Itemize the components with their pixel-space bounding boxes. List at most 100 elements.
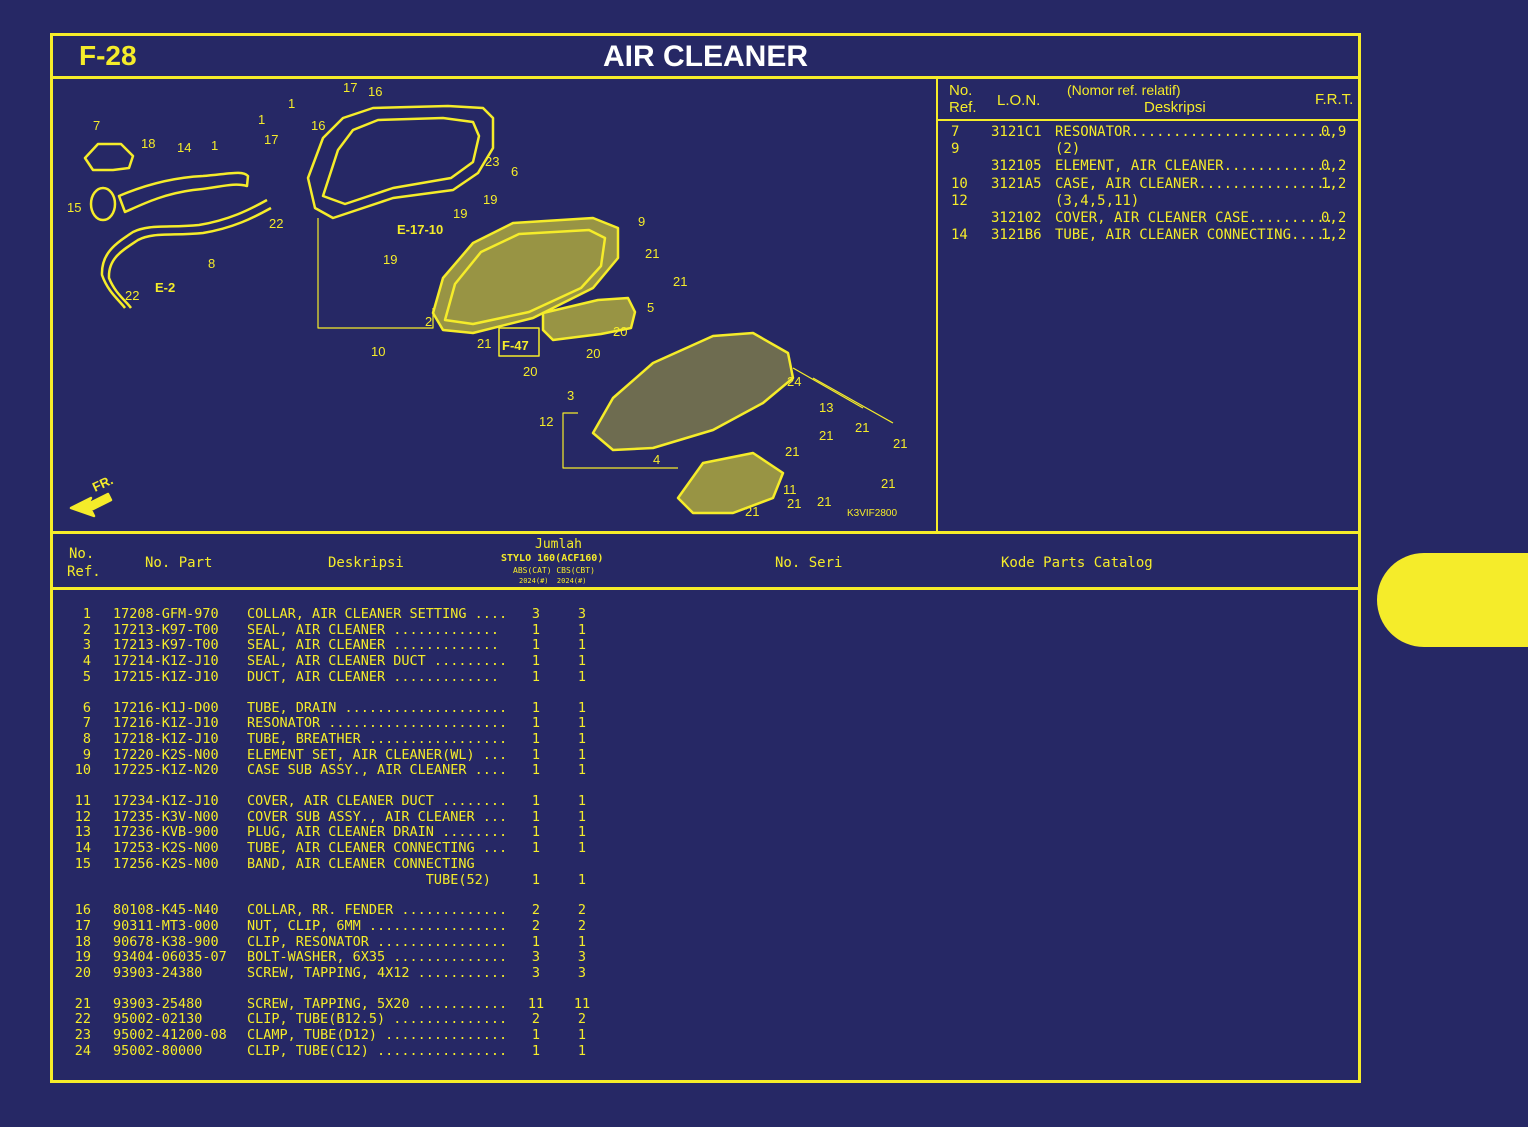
duct-part: [541, 296, 637, 342]
part-q2: 1: [577, 933, 587, 950]
part-q1: 1: [531, 621, 541, 638]
part-q1: 1: [531, 653, 541, 670]
cover-duct-part: [676, 451, 785, 515]
part-part: 17213-K97-T00: [113, 637, 219, 654]
part-part: 17256-K2S-N00: [113, 855, 219, 872]
part-ref: 13: [74, 824, 91, 841]
callout: 20: [523, 364, 537, 379]
part-q2: 2: [577, 902, 587, 919]
section-code: F-28: [79, 40, 137, 71]
side-tab[interactable]: [1377, 553, 1528, 647]
lon-frt: 0,9: [1321, 124, 1347, 140]
callout: 24: [787, 374, 801, 389]
lon-header-nomor: (Nomor ref. relatif): [1067, 82, 1181, 98]
part-desc: TUBE, DRAIN ....................: [247, 699, 508, 716]
part-q2: 1: [577, 824, 587, 841]
lon-lon: 3121B6: [991, 227, 1042, 244]
part-q2: 2: [577, 917, 587, 934]
part-part: 17220-K2S-N00: [113, 746, 219, 763]
lon-lon: 3121C1: [991, 124, 1042, 140]
part-q2: 1: [577, 621, 587, 638]
resonator-part: [83, 142, 135, 172]
part-q1: 1: [531, 637, 541, 654]
part-q1: 2: [531, 1011, 541, 1028]
lon-header-lon: L.O.N.: [997, 92, 1041, 109]
part-desc: SEAL, AIR CLEANER .............: [247, 637, 499, 654]
part-ref: 18: [74, 933, 91, 950]
part-ref: 22: [74, 1011, 91, 1028]
part-q1: 1: [531, 808, 541, 825]
part-desc: TUBE, BREATHER .................: [247, 730, 508, 747]
part-q2: 1: [577, 871, 587, 888]
part-q1: 1: [531, 793, 541, 809]
callout: 1: [211, 138, 218, 153]
callout: 10: [371, 344, 385, 359]
case-part: [306, 104, 495, 220]
part-q2: 3: [577, 965, 587, 981]
part-ref: 16: [74, 902, 91, 919]
divider: [53, 587, 1358, 590]
part-part: 17225-K1Z-N20: [113, 762, 219, 779]
exploded-diagram: 7 18 14 1 15 8 22 22 1 17 16 1 16 17 23 …: [67, 80, 907, 519]
part-q1: 3: [531, 606, 541, 622]
part-part: 95002-80000: [113, 1042, 203, 1059]
parts-header-years: 2024(#) 2024(#): [519, 577, 587, 585]
part-ref: 14: [74, 840, 91, 857]
part-desc: SCREW, TAPPING, 4X12 ...........: [247, 965, 508, 981]
parts-header-model: STYLO 160(ACF160): [501, 553, 604, 564]
part-desc: COLLAR, AIR CLEANER SETTING ....: [247, 606, 508, 622]
part-ref: 10: [74, 762, 91, 779]
divider: [936, 78, 938, 534]
lon-desc: RESONATOR........................: [1055, 124, 1334, 140]
part-part: 95002-02130: [113, 1011, 203, 1028]
callout: 2: [425, 314, 432, 329]
parts-header-ref: Ref.: [67, 564, 101, 580]
parts-header-desc: Deskripsi: [328, 555, 404, 571]
part-q2: 3: [577, 949, 587, 966]
part-q1: 1: [531, 933, 541, 950]
front-arrow-icon: [69, 492, 113, 518]
part-q1: 1: [531, 715, 541, 732]
part-q2: 1: [577, 762, 587, 779]
part-desc: BAND, AIR CLEANER CONNECTING: [247, 855, 475, 872]
lon-row: 9(2): [939, 141, 1361, 158]
part-part: 95002-41200-08: [113, 1027, 227, 1044]
part-ref: 20: [74, 965, 91, 981]
lon-header-frt: F.R.T.: [1315, 91, 1354, 108]
part-ref: 5: [82, 668, 91, 685]
part-q2: 1: [577, 808, 587, 825]
parts-header-catalog: Kode Parts Catalog: [1001, 555, 1153, 571]
part-q1: 1: [531, 1027, 541, 1044]
part-desc: COLLAR, RR. FENDER .............: [247, 902, 508, 919]
part-q2: 1: [577, 699, 587, 716]
connecting-tube-part: [117, 171, 250, 214]
part-part: 17214-K1Z-J10: [113, 653, 219, 670]
part-q2: 11: [573, 995, 591, 1012]
part-q1: 3: [531, 965, 541, 981]
